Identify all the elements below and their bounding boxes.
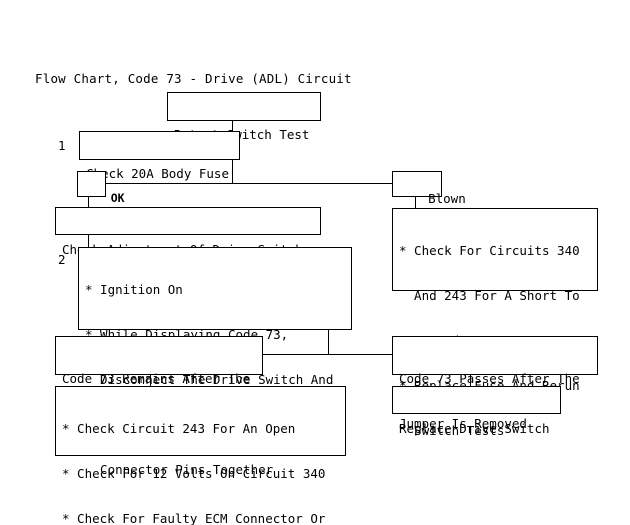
step-two-action-line-5: Connector Pins Together [85,462,274,477]
branch-label-blown[interactable]: Blown [392,171,466,206]
node-code-remains[interactable]: Code 73 Remains After The Jumper Is Remo… [55,336,263,431]
connector-results-bus [263,354,393,355]
branch-label-blown-text: Blown [428,191,466,206]
node-blown-actions[interactable]: * Check For Circuits 340 And 243 For A S… [392,208,598,438]
branch-label-ok[interactable]: OK [77,171,125,205]
step-number-2: 2 [58,252,66,267]
code-remains-line-1: Code 73 Remains After The [62,371,251,386]
node-code-passes[interactable]: Code 73 Passes After The Jumper Is Remov… [392,336,598,431]
connector-adjustment-to-step-two [88,234,89,247]
connector-retest-to-fuse [232,120,233,132]
page-title: Flow Chart, Code 73 - Drive (ADL) Circui… [35,71,352,86]
node-step-two-actions[interactable]: * Ignition On * While Displaying Code 73… [78,247,352,477]
node-check-body-fuse[interactable]: Check 20A Body Fuse [79,131,240,181]
connector-passes-to-replace [470,374,471,386]
blown-action-line-2: And 243 For A Short To [399,288,580,303]
step-number-1: 1 [58,138,66,153]
node-check-body-fuse-label: Check 20A Body Fuse [86,166,229,181]
blown-action-line-1: * Check For Circuits 340 [399,243,580,258]
connector-branch-bus [88,183,416,184]
step-two-action-line-3: Disconnect The Drive Switch And [85,372,334,387]
branch-label-ok-text: OK [110,191,125,205]
node-replace-drive-switch-label: Replace Drive Switch [399,421,550,436]
code-passes-line-2: Jumper Is Removed [399,416,527,431]
connector-remains-to-actions [150,374,151,386]
connector-fuse-to-branch-bus [232,159,233,184]
remains-action-line-2: * Check For 12 Volts On Circuit 340 [62,466,326,481]
connector-blown-to-actions [415,196,416,209]
node-replace-drive-switch[interactable]: Replace Drive Switch [392,386,561,436]
connector-ok-to-adjustment [88,196,89,208]
remains-action-line-3: * Check For Faulty ECM Connector Or [62,511,326,525]
blown-action-line-5: Switch Tests [399,423,505,438]
remains-action-line-1: * Check Circuit 243 For An Open [62,421,296,436]
connector-step-two-to-results-bus [328,329,329,355]
node-remains-actions[interactable]: * Check Circuit 243 For An Open * Check … [55,386,346,525]
step-two-action-line-1: * Ignition On [85,282,183,297]
code-passes-line-1: Code 73 Passes After The [399,371,580,386]
node-retest-switch-test[interactable]: Retest Switch Test [167,92,321,142]
